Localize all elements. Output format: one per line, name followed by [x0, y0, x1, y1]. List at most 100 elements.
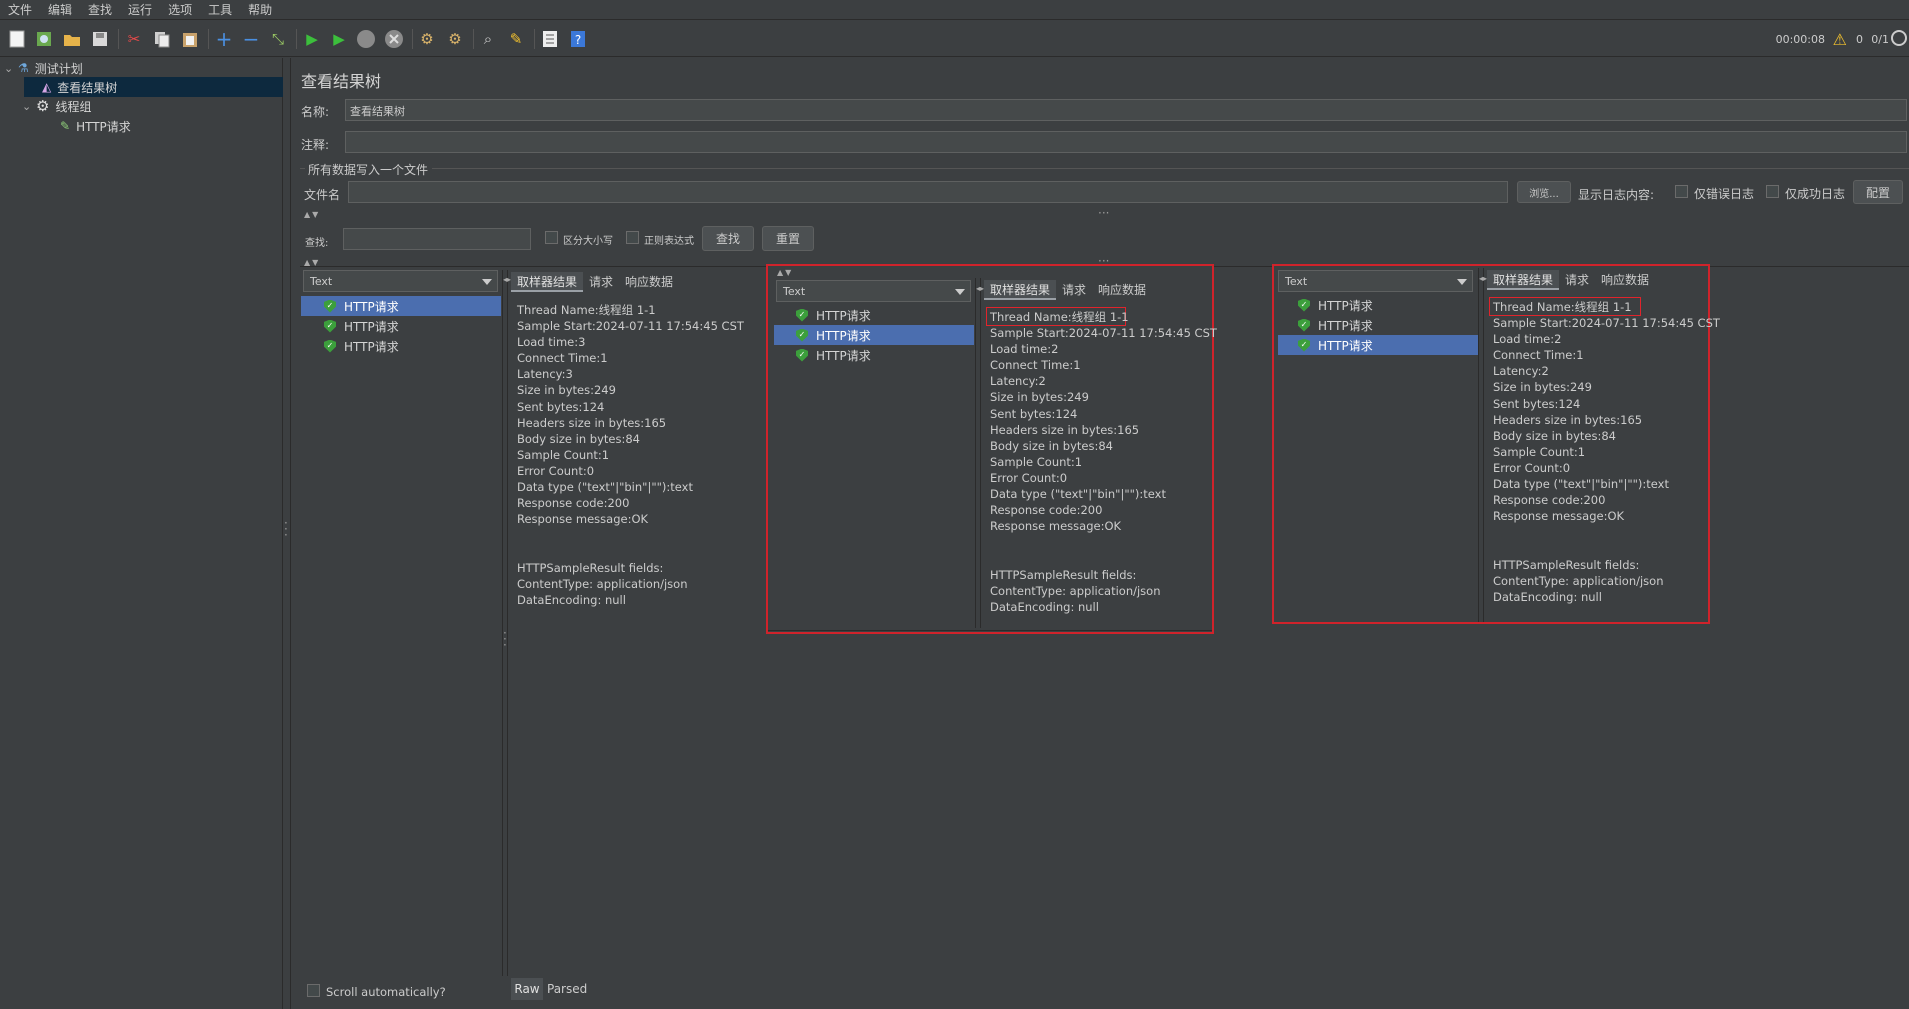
regex-checkbox[interactable] [626, 231, 639, 244]
detail-line: Response code:200 [517, 496, 630, 511]
menu-options[interactable]: 选项 [168, 3, 193, 17]
menu-help[interactable]: 帮助 [248, 3, 273, 17]
success-only-checkbox[interactable] [1766, 185, 1779, 198]
warning-icon[interactable]: ⚠ [1832, 30, 1847, 49]
splitter-handle[interactable]: ··· [284, 516, 288, 542]
paste-icon[interactable] [179, 28, 201, 50]
collapse-arrows-icon[interactable]: ▲▼ [304, 258, 321, 267]
scroll-auto-checkbox[interactable] [307, 984, 320, 997]
clear-all-icon[interactable]: ⚙ [448, 30, 462, 48]
renderer-select[interactable]: Text [1278, 270, 1473, 292]
detail-line: Response message:OK [990, 519, 1122, 534]
renderer-select[interactable]: Text [303, 270, 498, 292]
list-item[interactable]: ✓HTTP请求 [301, 336, 501, 356]
stop-icon[interactable] [355, 28, 377, 50]
chevron-down-icon[interactable]: ⌄ [4, 61, 14, 75]
drag-handle-icon[interactable]: ··· [1098, 254, 1110, 268]
arrow-left-right-icon[interactable]: ◂▸ [976, 284, 985, 293]
tree-node-thread-group[interactable]: ⌄ ⚙ 线程组 [22, 96, 283, 116]
detail-line: DataEncoding: null [1493, 589, 1602, 604]
errors-only-label: 仅错误日志 [1694, 187, 1755, 201]
reset-search-icon[interactable]: ✎ [509, 30, 523, 48]
toolbar-separator [118, 29, 119, 49]
open-icon[interactable] [61, 28, 83, 50]
function-helper-icon[interactable] [539, 28, 561, 50]
toolbar-separator [473, 29, 474, 49]
list-item[interactable]: ✓HTTP请求 [1278, 295, 1478, 315]
detail-line: Size in bytes:249 [1493, 380, 1592, 395]
errors-only-checkbox[interactable] [1675, 185, 1688, 198]
list-item[interactable]: ✓HTTP请求 [301, 296, 501, 316]
success-shield-icon: ✓ [796, 328, 808, 342]
name-field[interactable]: 查看结果树 [345, 99, 1907, 121]
drag-handle-icon[interactable]: ··· [1098, 206, 1110, 220]
tab-raw[interactable]: Raw [511, 978, 543, 1000]
expand-icon[interactable]: + [215, 27, 233, 51]
menu-edit[interactable]: 编辑 [48, 3, 73, 17]
renderer-select[interactable]: Text [776, 280, 971, 302]
splitter-handle[interactable]: ··· [503, 626, 507, 652]
configure-button[interactable]: 配置 [1853, 180, 1903, 204]
collapse-arrows-icon[interactable]: ▲▼ [304, 210, 321, 219]
start-icon[interactable]: ▶ [306, 30, 318, 48]
tree-node-http-request[interactable]: ✎ HTTP请求 [60, 116, 283, 136]
tab-sampler-result[interactable]: 取样器结果 [1487, 270, 1560, 290]
remote-globe-icon[interactable] [1891, 30, 1907, 46]
copy-icon[interactable] [151, 28, 173, 50]
tab-parsed[interactable]: Parsed [547, 982, 588, 996]
case-sensitive-checkbox[interactable] [545, 231, 558, 244]
tab-request[interactable]: 请求 [1565, 273, 1590, 287]
list-item[interactable]: ✓HTTP请求 [774, 305, 974, 325]
arrow-left-right-icon[interactable]: ◂▸ [1479, 274, 1488, 283]
collapse-arrows-icon[interactable]: ▲▼ [777, 268, 794, 277]
comment-field[interactable] [345, 131, 1907, 153]
list-item[interactable]: ✓HTTP请求 [1278, 315, 1478, 335]
new-icon[interactable] [6, 28, 28, 50]
tab-response-data[interactable]: 响应数据 [1601, 273, 1650, 287]
filename-field[interactable] [348, 181, 1508, 203]
tab-sampler-result[interactable]: 取样器结果 [511, 272, 584, 292]
elapsed-timer: 00:00:08 [1775, 33, 1825, 46]
menu-run[interactable]: 运行 [128, 3, 153, 17]
clear-icon[interactable]: ⚙ [420, 30, 434, 48]
search-icon[interactable]: ⌕ [483, 30, 493, 48]
detail-line: Sent bytes:124 [1493, 396, 1581, 411]
search-input[interactable] [343, 228, 531, 250]
results-splitter[interactable] [975, 278, 981, 628]
help-icon[interactable]: ? [567, 28, 589, 50]
menu-search[interactable]: 查找 [88, 3, 113, 17]
tab-response-data[interactable]: 响应数据 [625, 275, 674, 289]
detail-line: Load time:2 [990, 342, 1059, 357]
collapse-icon[interactable]: − [242, 27, 260, 51]
detail-line: Sent bytes:124 [990, 406, 1078, 421]
tab-request[interactable]: 请求 [589, 275, 614, 289]
list-item[interactable]: ✓HTTP请求 [301, 316, 501, 336]
list-item[interactable]: ✓HTTP请求 [1278, 335, 1478, 355]
tab-sampler-result[interactable]: 取样器结果 [984, 280, 1057, 300]
start-no-pause-icon[interactable]: ▶ [333, 30, 345, 48]
results-splitter[interactable] [1478, 268, 1484, 622]
toggle-icon[interactable]: ⤡ [271, 30, 284, 48]
shutdown-icon[interactable] [383, 28, 405, 50]
browse-button[interactable]: 浏览... [1517, 181, 1571, 203]
detail-line: ContentType: application/json [517, 576, 688, 591]
tree-node-test-plan[interactable]: ⌄ ⚗ 测试计划 [4, 58, 283, 78]
reset-button[interactable]: 重置 [762, 226, 814, 251]
chevron-down-icon[interactable]: ⌄ [22, 99, 32, 113]
arrow-left-right-icon[interactable]: ◂▸ [503, 275, 512, 284]
cut-icon[interactable]: ✂ [127, 30, 141, 48]
tree-node-view-results-tree[interactable]: ◭ 查看结果树 [24, 77, 283, 97]
save-icon[interactable] [89, 28, 111, 50]
tab-request[interactable]: 请求 [1062, 283, 1087, 297]
menu-tools[interactable]: 工具 [208, 3, 233, 17]
templates-icon[interactable] [33, 28, 55, 50]
results-splitter[interactable] [502, 270, 508, 976]
detail-line: Latency:2 [990, 374, 1046, 389]
menu-file[interactable]: 文件 [8, 3, 33, 17]
tab-response-data[interactable]: 响应数据 [1098, 283, 1147, 297]
list-item[interactable]: ✓HTTP请求 [774, 345, 974, 365]
find-button[interactable]: 查找 [702, 226, 754, 251]
main-splitter[interactable] [283, 58, 291, 1009]
page-title: 查看结果树 [301, 72, 382, 91]
list-item[interactable]: ✓HTTP请求 [774, 325, 974, 345]
